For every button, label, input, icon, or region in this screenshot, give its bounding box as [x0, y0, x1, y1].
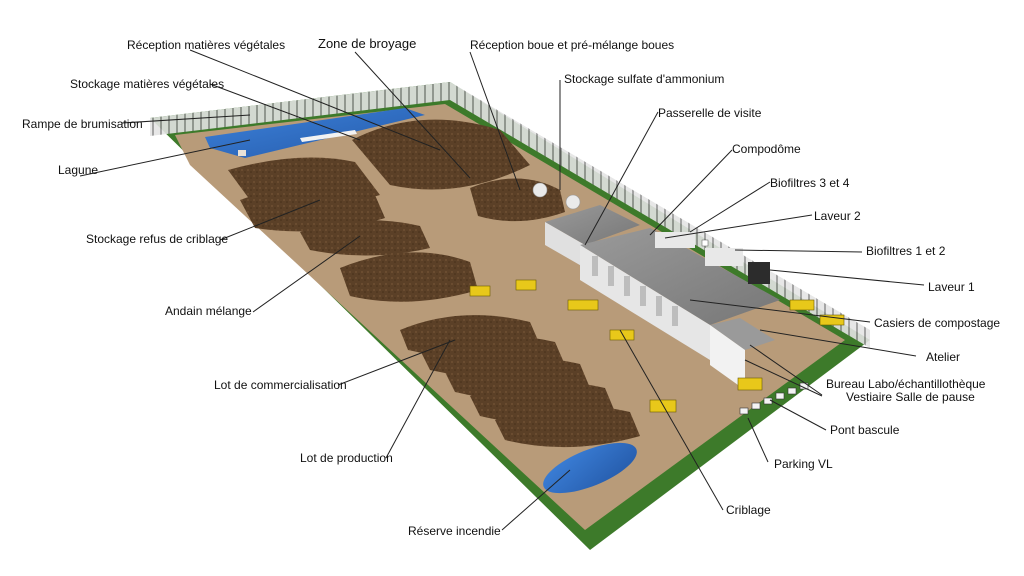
- biofiltre-34: [655, 232, 695, 248]
- label-biofiltres-12: Biofiltres 1 et 2: [866, 244, 946, 258]
- label-pont-bascule: Pont bascule: [830, 423, 900, 437]
- label-passerelle: Passerelle de visite: [658, 106, 762, 120]
- sulfate-tank-2: [565, 194, 581, 210]
- pile-reception: [352, 119, 530, 190]
- pile-andain: [340, 252, 478, 302]
- label-lot-commercialisation: Lot de commercialisation: [214, 378, 347, 392]
- label-zone-broyage: Zone de broyage: [318, 36, 417, 51]
- label-reserve-incendie: Réserve incendie: [408, 524, 501, 538]
- atelier-roof: [710, 318, 775, 350]
- label-casiers: Casiers de compostage: [874, 316, 1001, 330]
- label-lagune: Lagune: [58, 163, 99, 177]
- label-andain: Andain mélange: [165, 304, 252, 318]
- casiers-doors: [592, 256, 678, 326]
- compodome-wall: [545, 222, 585, 268]
- label-parking: Parking VL: [774, 457, 833, 471]
- label-stockage-sulfate: Stockage sulfate d'ammonium: [564, 72, 725, 86]
- label-rampe-brumisation: Rampe de brumisation: [22, 117, 143, 131]
- compodome-roof: [545, 205, 640, 245]
- pile-refus: [240, 187, 385, 232]
- fence-left: [150, 82, 450, 136]
- label-laveur-1: Laveur 1: [928, 280, 975, 294]
- label-biofiltres-34: Biofiltres 3 et 4: [770, 176, 850, 190]
- label-criblage: Criblage: [726, 503, 771, 517]
- label-bureau-labo: Bureau Labo/échantillothèque: [826, 377, 986, 391]
- label-stockage-refus: Stockage refus de criblage: [86, 232, 229, 246]
- pile-refus-2: [300, 220, 430, 256]
- label-laveur-2: Laveur 2: [814, 209, 861, 223]
- label-reception-boue: Réception boue et pré-mélange boues: [470, 38, 675, 52]
- lagoon-hut: [238, 150, 246, 156]
- label-vestiaire: Vestiaire Salle de pause: [846, 390, 975, 404]
- sulfate-tank-1: [532, 182, 548, 198]
- laveur-1-unit: [748, 262, 770, 284]
- reserve-incendie-pond: [543, 442, 637, 494]
- label-stockage-matieres: Stockage matières végétales: [70, 77, 225, 91]
- leader-lines: [79, 49, 925, 531]
- label-reception-matieres: Réception matières végétales: [127, 38, 286, 52]
- label-compodome: Compodôme: [732, 142, 801, 156]
- lagoon: [205, 108, 425, 158]
- atelier-wall: [710, 325, 745, 390]
- casiers-roof: [580, 228, 780, 325]
- lot-row-5: [495, 405, 640, 448]
- label-lot-production: Lot de production: [300, 451, 393, 465]
- label-atelier: Atelier: [926, 350, 961, 364]
- laveur-2-unit: [701, 239, 709, 247]
- car-icon: [739, 382, 809, 415]
- brumisation-ramp: [300, 130, 357, 142]
- biofiltre-12: [705, 248, 743, 266]
